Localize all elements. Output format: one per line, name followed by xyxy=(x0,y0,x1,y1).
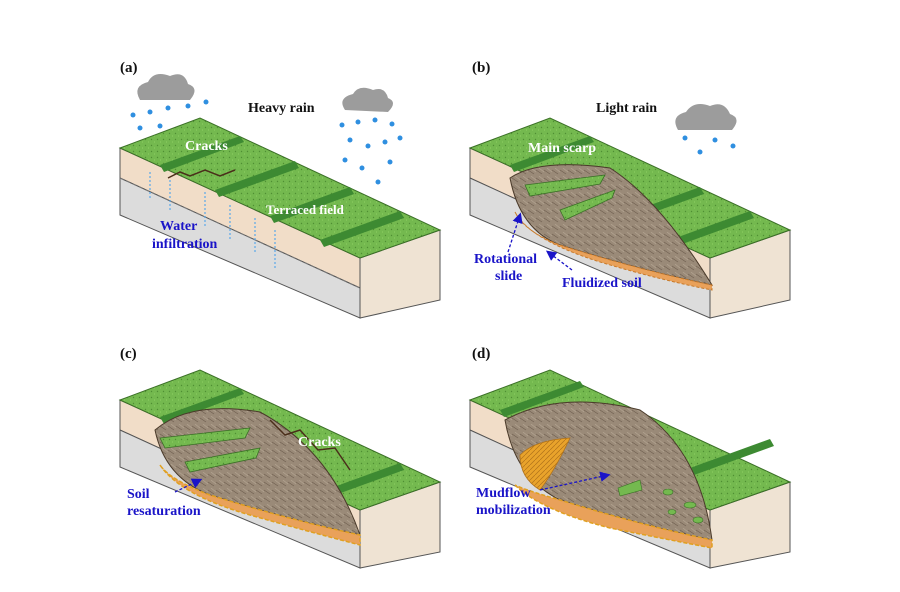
panel-a-terrace-riser xyxy=(160,136,244,172)
panel-b-fluidized-soil xyxy=(514,211,713,291)
panel-b: (b) Light rain Main scarp Rotational sli… xyxy=(468,60,792,319)
cloud-icon xyxy=(675,104,737,130)
cracks-label: Cracks xyxy=(185,139,228,154)
panel-c-resaturated-soil xyxy=(159,464,361,546)
panel-a-terrace-riser xyxy=(215,161,299,197)
panel-c-slid-terrace xyxy=(184,447,261,473)
rotational-slide-label-1: Rotational xyxy=(474,252,537,267)
mudflow-mobilization-label-1: Mudflow xyxy=(476,486,531,501)
panel-b-slid-terrace xyxy=(559,189,616,221)
rain-drops xyxy=(682,135,736,155)
light-rain-label: Light rain xyxy=(596,101,657,116)
panel-a: (a) Heavy rain Cracks Terraced field Wat… xyxy=(118,60,442,319)
panel-b-slid-terrace xyxy=(524,174,606,197)
panel-c: (c) Cracks Soil resaturation xyxy=(118,346,442,569)
panel-a-infiltration-arrows xyxy=(149,172,276,268)
panel-d-debris-clumps xyxy=(617,479,704,524)
fluidized-soil-label: Fluidized soil xyxy=(562,276,642,291)
mudflow-mobilization-arrow xyxy=(539,471,611,491)
panel-d: (d) Mudflow mobilization xyxy=(468,346,792,569)
soil-resaturation-label-2: resaturation xyxy=(127,504,201,519)
panel-d-mudflow-base xyxy=(514,484,713,549)
main-scarp-label: Main scarp xyxy=(528,141,596,156)
panel-a-terrace-riser xyxy=(320,211,404,247)
rotational-slide-label-2: slide xyxy=(495,269,522,284)
panel-d-terrace-riser xyxy=(500,381,584,417)
cloud-icon xyxy=(342,87,393,112)
panel-c-slid-terrace xyxy=(159,427,251,449)
cloud-icon xyxy=(137,74,195,100)
panel-a-bedrock-line xyxy=(119,177,361,289)
fluidized-soil-arrow xyxy=(545,250,573,271)
terraced-field-label: Terraced field xyxy=(266,202,345,217)
rotational-slide-arrow xyxy=(507,212,523,253)
panel-b-letter: (b) xyxy=(472,60,490,76)
soil-resaturation-label-1: Soil xyxy=(127,487,150,502)
panel-c-terrace-riser xyxy=(320,463,404,499)
panel-b-terrace-riser xyxy=(670,211,754,247)
panel-c-crack xyxy=(269,419,351,471)
water-infiltration-label-2: infiltration xyxy=(152,237,218,252)
panel-a-letter: (a) xyxy=(120,60,138,76)
heavy-rain-label: Heavy rain xyxy=(248,101,315,116)
cracks-label-c: Cracks xyxy=(298,435,341,450)
panel-c-letter: (c) xyxy=(120,346,137,362)
water-infiltration-label-1: Water xyxy=(160,219,197,234)
rain-drops xyxy=(130,99,403,185)
panel-a-crack xyxy=(167,169,236,179)
panel-b-terrace-riser xyxy=(510,136,594,172)
panel-a-terrace-riser xyxy=(270,187,354,223)
panel-d-letter: (d) xyxy=(472,346,490,362)
mudflow-mobilization-label-2: mobilization xyxy=(476,503,551,518)
panel-d-mudflow-source xyxy=(519,437,571,491)
panel-d-terrace-riser xyxy=(690,439,774,475)
